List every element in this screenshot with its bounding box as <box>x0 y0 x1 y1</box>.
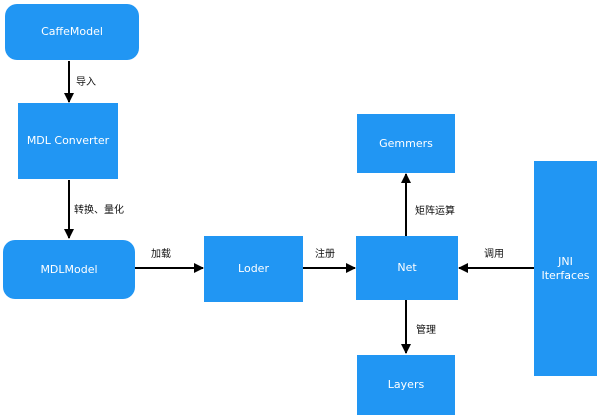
edge-label-import: 导入 <box>76 77 96 88</box>
edge-label-convert-quantize: 转换、量化 <box>74 205 124 216</box>
loder-node: Loder <box>204 236 303 302</box>
edge-label-matrix-ops: 矩阵运算 <box>415 206 455 217</box>
net-node: Net <box>356 236 458 300</box>
edge-label-register: 注册 <box>315 249 335 260</box>
edge-label-load: 加载 <box>151 249 171 260</box>
mdl-model-node: MDLModel <box>3 240 135 299</box>
edge-label-invoke: 调用 <box>484 249 504 260</box>
mdl-converter-node: MDL Converter <box>18 103 118 179</box>
edge-label-manage: 管理 <box>416 325 436 336</box>
gemmers-node: Gemmers <box>357 114 455 173</box>
caffe-model-node: CaffeModel <box>5 4 139 60</box>
jni-interfaces-node: JNI Iterfaces <box>534 161 597 376</box>
layers-node: Layers <box>357 355 455 415</box>
